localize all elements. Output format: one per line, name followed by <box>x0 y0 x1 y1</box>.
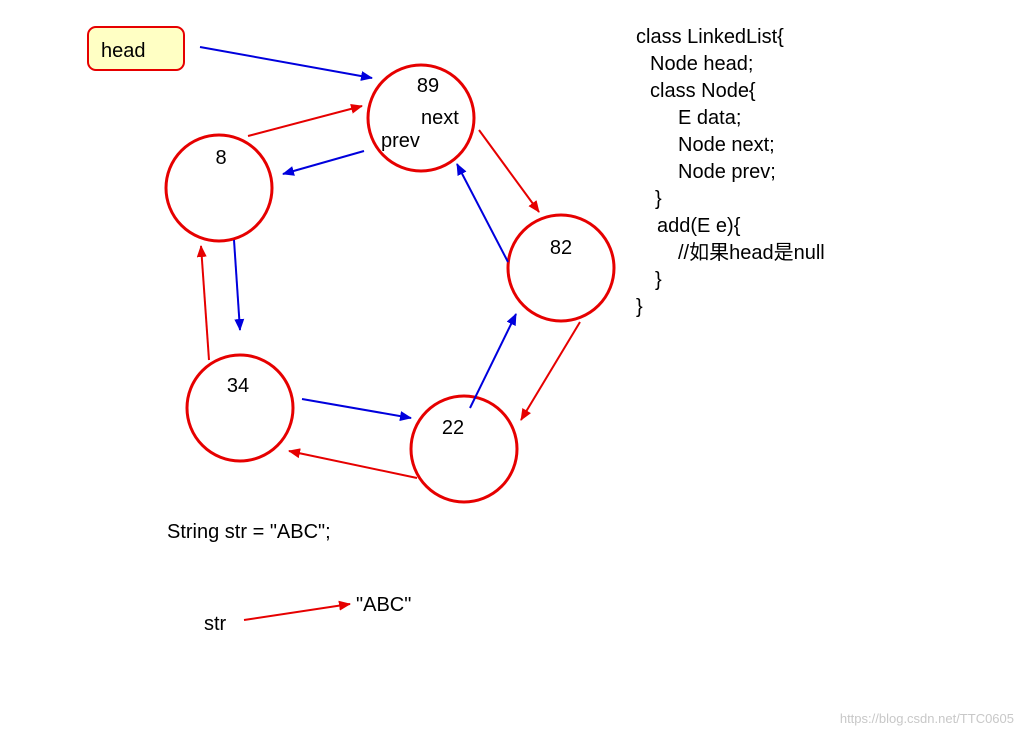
next-arrow-82-to-22 <box>520 321 581 421</box>
next-arrow-22-to-34 <box>288 448 418 479</box>
next-arrow-89-to-82 <box>478 129 540 213</box>
code-line: } <box>636 296 643 318</box>
prev-arrow-22-to-82 <box>469 313 517 409</box>
code-line: class Node{ <box>650 80 756 102</box>
watermark: https://blog.csdn.net/TTC0605 <box>840 711 1014 726</box>
code-line: } <box>655 188 662 210</box>
prev-arrow-34-to-22 <box>301 398 412 422</box>
node-8 <box>164 133 274 243</box>
code-line: Node prev; <box>678 161 776 183</box>
node-82-value: 82 <box>550 237 572 259</box>
abc-string-value: "ABC" <box>356 594 411 616</box>
node-89 <box>366 63 476 173</box>
prev-pointer-label: prev <box>381 130 420 152</box>
code-line: //如果head是null <box>678 241 825 264</box>
string-statement: String str = "ABC"; <box>167 521 331 543</box>
next-arrow-8-to-89 <box>247 103 363 137</box>
prev-arrow-82-to-89 <box>456 163 509 263</box>
head-pointer-box <box>87 26 185 71</box>
code-line: Node next; <box>678 134 775 156</box>
code-line: class LinkedList{ <box>636 26 784 48</box>
str-reference-arrow <box>243 600 351 621</box>
code-line: Node head; <box>650 53 753 75</box>
prev-arrow-8-to-34 <box>233 239 245 331</box>
head-label: head <box>101 40 146 62</box>
node-22 <box>409 394 519 504</box>
code-line: E data; <box>678 107 741 129</box>
node-22-value: 22 <box>442 417 464 439</box>
code-line: } <box>655 269 662 291</box>
prev-arrow-89-to-8 <box>282 150 365 176</box>
code-line: add(E e){ <box>657 215 741 237</box>
next-arrow-34-to-8 <box>196 245 210 361</box>
code-listing: class LinkedList{ Node head; class Node{… <box>636 26 825 318</box>
next-pointer-label: next <box>421 107 459 129</box>
node-8-value: 8 <box>215 147 226 169</box>
str-variable-label: str <box>204 613 227 635</box>
node-34-value: 34 <box>227 375 249 397</box>
node-34 <box>185 353 295 463</box>
node-82 <box>506 213 616 323</box>
node-89-value: 89 <box>417 75 439 97</box>
head-arrow <box>199 46 373 81</box>
